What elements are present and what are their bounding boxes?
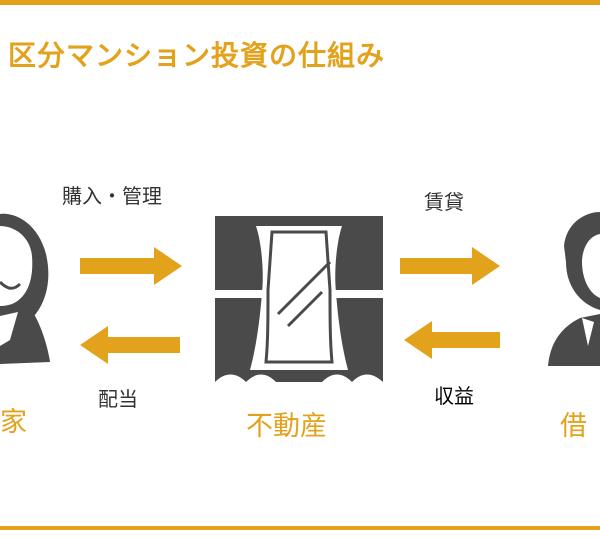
window-curtain-icon <box>215 216 383 386</box>
node-label-tenant: 借 <box>560 411 587 442</box>
bottom-rule <box>0 526 600 530</box>
page-title: 区分マンション投資の仕組み <box>8 39 386 72</box>
arrow-revenue <box>404 321 500 359</box>
node-label-property: 不動産 <box>246 411 327 442</box>
arrow-purchase <box>80 247 182 285</box>
label-dividend: 配当 <box>98 387 138 411</box>
arrow-dividend <box>80 326 180 364</box>
label-lease: 賃貸 <box>424 190 464 214</box>
woman-icon <box>0 213 50 364</box>
arrow-lease <box>400 247 500 285</box>
node-label-investor: 家 <box>0 407 27 438</box>
label-purchase-management: 購入・管理 <box>62 184 162 208</box>
label-revenue: 収益 <box>434 384 474 408</box>
man-icon <box>548 212 600 366</box>
top-rule <box>0 0 600 5</box>
